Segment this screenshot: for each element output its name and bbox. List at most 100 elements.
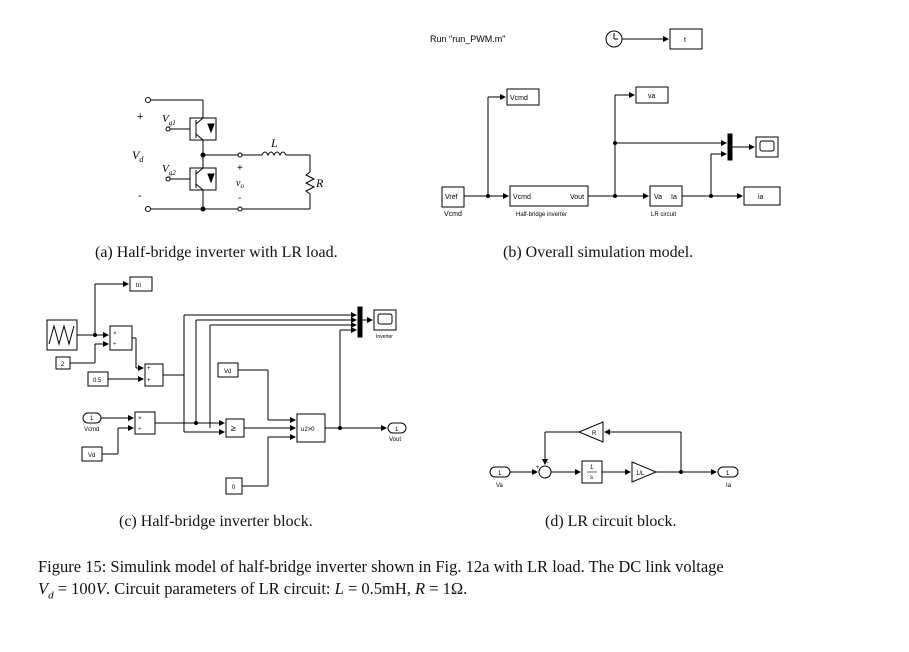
t-label: t (684, 37, 686, 44)
ge-label: ≥ (231, 423, 236, 433)
vg1-sub: g1 (169, 119, 176, 127)
vd-symbol: V (38, 579, 49, 598)
vout-outport (387, 422, 407, 434)
lr-block-labels: 1 Va R 1 s 1/L 1 Ia + - (496, 431, 732, 489)
svg-text:Vg2: Vg2 (162, 163, 176, 177)
vref-label: Vref (445, 194, 458, 201)
plus-label: + (137, 111, 143, 123)
simulation-model-labels: Run "run_PWM.m" t Vcmd va Vref Vcmd Vcmd… (430, 34, 764, 218)
tri-label: tri (136, 283, 141, 289)
inv-l-gain-block (631, 461, 658, 483)
svg-text:Vg1: Vg1 (162, 113, 176, 127)
hb-name-label: Half-bridge inverter (516, 212, 567, 218)
svg-text:Vd: Vd (132, 148, 144, 164)
inverter-mux-block (357, 306, 363, 338)
lr-name-label: LR circuit (651, 212, 676, 218)
vg2-label: V (162, 163, 170, 175)
lr-in-label: Va (654, 194, 662, 201)
ia-tag-label: ia (758, 194, 764, 201)
product2-mul: × (138, 416, 142, 422)
figure-caption-line1: Figure 15: Simulink model of half-bridge… (38, 557, 724, 576)
r-gain-block (577, 421, 604, 443)
r-symbol: R (415, 579, 426, 598)
switch-block (296, 413, 326, 443)
caption-b: (b) Overall simulation model. (503, 244, 694, 261)
vg1-label: V (162, 113, 170, 125)
run-script-label: Run "run_PWM.m" (430, 34, 505, 44)
caption-c: (c) Half-bridge inverter block. (119, 513, 313, 530)
vref-block (441, 186, 465, 208)
vref-under-label: Vcmd (444, 211, 462, 218)
svg-text:vo: vo (236, 178, 244, 190)
inverter-block-diagram (46, 276, 407, 495)
params-text: . Circuit parameters of LR circuit: (106, 579, 335, 598)
va-port-name: Va (496, 483, 504, 489)
const-05-label: 0.5 (93, 378, 102, 384)
sum1-plus-bottom: + (147, 378, 151, 384)
product2-div: ÷ (138, 427, 142, 433)
product1-mul: × (113, 331, 117, 337)
sum1-plus-top: + (147, 366, 151, 372)
vd-sub: d (139, 155, 144, 164)
inverter-block-labels: tri 2 0.5 1 Vcmd Vd Vd ≥ u2>0 0 1 Vout I… (61, 283, 401, 491)
t-workspace-block (669, 28, 703, 50)
r-value: = 1Ω. (425, 579, 468, 598)
ia-outport (717, 466, 739, 478)
vg2-sub: g2 (169, 169, 177, 177)
vd-eq: = 100 (53, 579, 96, 598)
minus-label: - (138, 190, 142, 202)
vcmd-port-name: Vcmd (84, 427, 99, 433)
v-unit: V (95, 579, 106, 598)
ia-port-name: Ia (726, 483, 732, 489)
tri-goto-block (129, 276, 153, 292)
vo-label: v (236, 178, 241, 189)
vd-top-label: Vd (224, 369, 231, 375)
vout-port-name: Vout (389, 437, 401, 443)
inv-l-label: 1/L (636, 471, 645, 477)
va-tag-label: va (648, 93, 656, 100)
simulation-model (441, 28, 781, 208)
vcmd-tag-label: Vcmd (510, 95, 528, 102)
mux-block (727, 133, 733, 161)
sum-minus-sign: - (547, 460, 549, 466)
vout-port-number: 1 (395, 427, 399, 433)
l-value: = 0.5mH, (343, 579, 416, 598)
va-port-number: 1 (498, 471, 502, 477)
figure-caption: Figure 15: Simulink model of half-bridge… (38, 556, 858, 606)
sum-plus-sign: + (536, 465, 540, 471)
const-0-label: 0 (232, 485, 236, 491)
switch-threshold-label: u2>0 (301, 427, 315, 433)
lr-sum-block (538, 465, 552, 479)
product1-div: ÷ (113, 342, 117, 348)
integrator-den: s (590, 475, 593, 481)
const-2-label: 2 (61, 362, 65, 368)
inverter-scope-name: Inverter (376, 334, 393, 340)
ia-goto-block (743, 186, 781, 206)
ia-port-number: 1 (726, 471, 730, 477)
scope-block (755, 136, 779, 158)
inverter-scope-block (373, 309, 397, 331)
vo-sub: o (240, 182, 244, 190)
integrator-num: 1 (590, 465, 594, 471)
figure-caption-line2: Vd = 100V. Circuit parameters of LR circ… (38, 578, 858, 606)
vcmd-goto-block (506, 88, 540, 106)
vo-plus: + (237, 163, 243, 174)
hb-out-label: Vout (570, 194, 584, 201)
resistor-label: R (315, 176, 324, 190)
lr-block-diagram (489, 421, 739, 484)
va-goto-block (635, 86, 669, 104)
caption-d: (d) LR circuit block. (545, 513, 677, 530)
l-symbol: L (334, 579, 344, 598)
vcmd-port-number: 1 (90, 416, 94, 422)
vd-symbol-sub: d (48, 589, 54, 602)
half-bridge-labels: + - Vd Vg1 Vg2 L R + vo - (132, 111, 324, 204)
inductor-label: L (270, 136, 278, 150)
caption-a: (a) Half-bridge inverter with LR load. (95, 244, 338, 261)
hb-in-label: Vcmd (513, 194, 531, 201)
vd-left-label: Vd (88, 453, 95, 459)
lr-out-label: Ia (671, 194, 677, 201)
vo-minus: - (238, 193, 241, 204)
vd-label: V (132, 148, 141, 162)
half-bridge-circuit (145, 97, 316, 212)
